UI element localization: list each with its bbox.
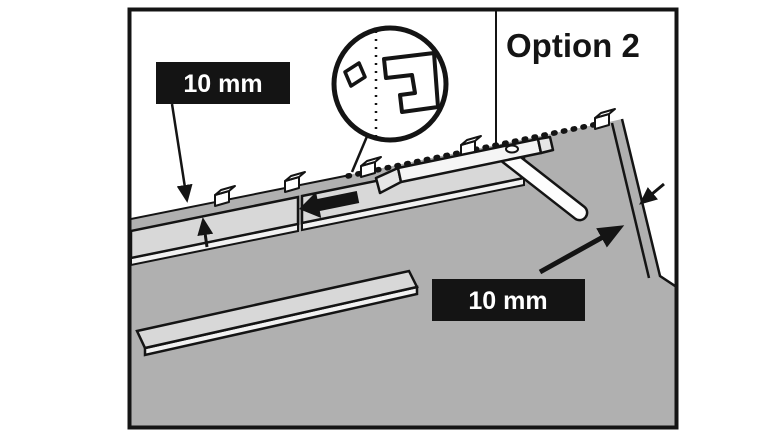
- loose-plank-top: [135, 269, 419, 350]
- tool-end-flange: [536, 135, 555, 155]
- detail-magnifier: [331, 25, 449, 173]
- pull-bar-tool: [374, 135, 589, 222]
- figure-frame: [127, 7, 679, 430]
- gap-arrow-left-up: [197, 217, 214, 248]
- spacer-block: [460, 135, 482, 157]
- magnifier-pointer-line: [350, 133, 370, 173]
- gap-label-left: 10 mm: [156, 62, 290, 104]
- magnifier-spacer-profile: [343, 61, 367, 88]
- spacer-block: [360, 156, 382, 178]
- wall-base-line-right: [620, 118, 675, 288]
- gap-label-left-box: [156, 62, 290, 104]
- wall-base-line-left: [131, 174, 351, 220]
- floor-edge-line-right: [610, 122, 651, 279]
- magnifier-click-profile: [382, 51, 440, 114]
- loose-plank: [135, 269, 419, 357]
- option-title: Option 2: [506, 27, 640, 64]
- left-direction-arrow-icon: [299, 191, 360, 218]
- spacer-blocks: [214, 108, 616, 207]
- gap-arrow-right-lower: [538, 225, 625, 275]
- spacer-block: [214, 185, 236, 207]
- gap-label-left-text: 10 mm: [183, 70, 262, 98]
- tool-hole: [505, 144, 519, 154]
- plank-a-top: [131, 195, 300, 260]
- spacer-block: [594, 108, 616, 130]
- gap-label-right-box: [432, 279, 585, 321]
- gap-label-right: 10 mm: [432, 279, 585, 321]
- gap-label-right-text: 10 mm: [468, 287, 547, 315]
- gap-leader-left: [170, 103, 193, 203]
- gap-arrow-right-upper: [639, 182, 665, 205]
- spacer-block: [284, 171, 306, 193]
